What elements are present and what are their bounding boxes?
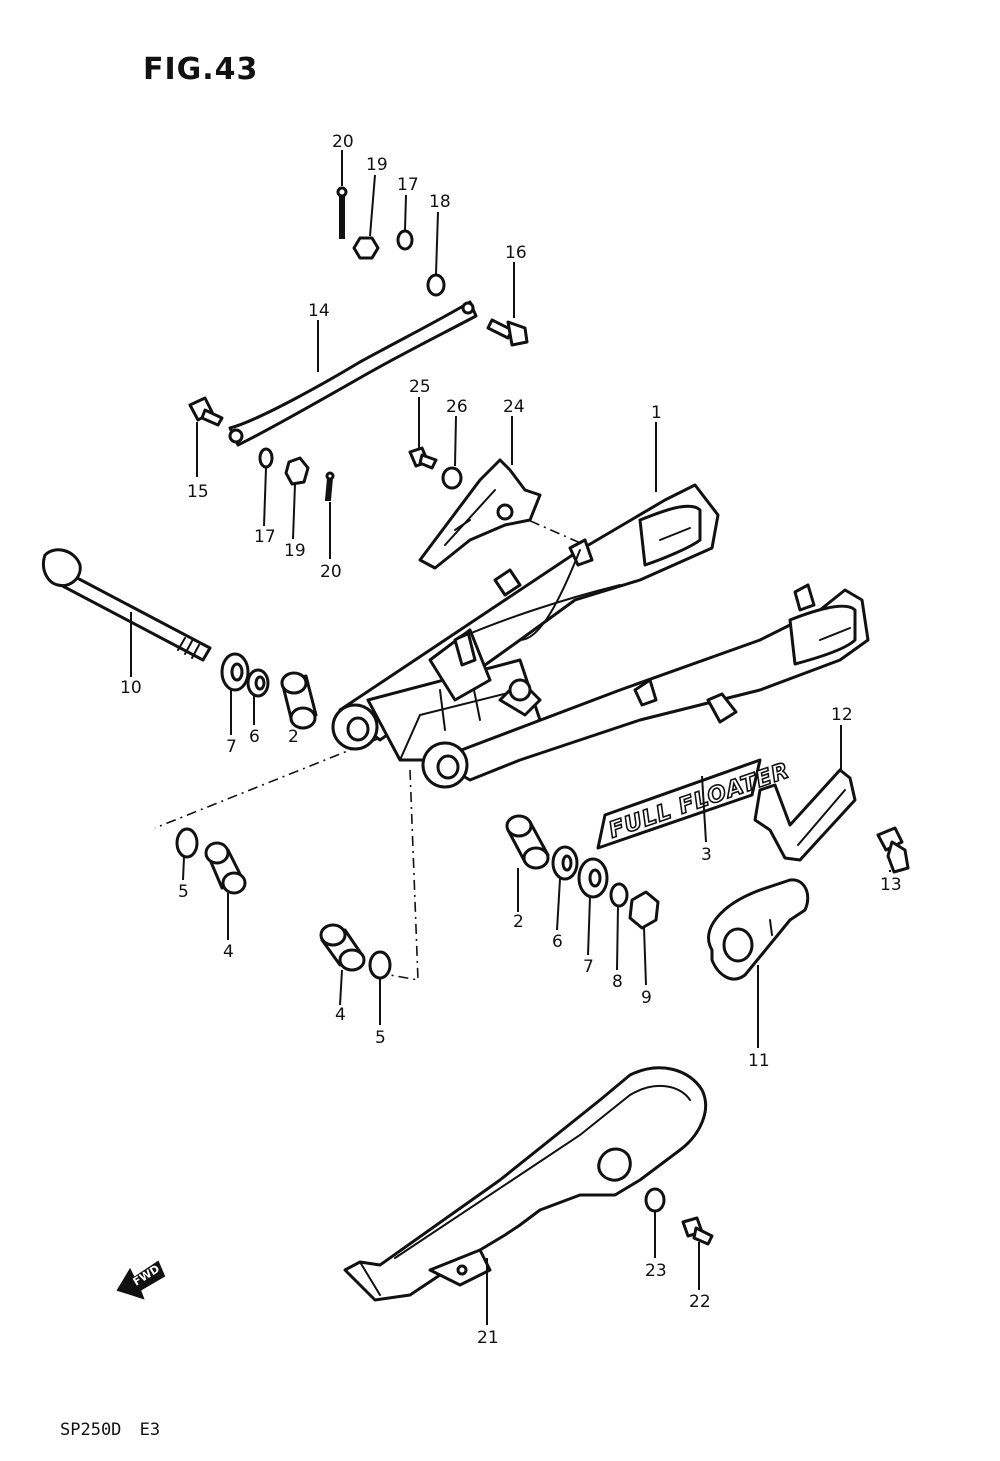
assembly-lines [154,511,586,981]
callout-15: 15 [187,482,209,502]
callout-20-top: 20 [332,132,354,152]
callout-6-left: 6 [249,727,260,747]
hardware [175,186,910,1246]
callout-16: 16 [505,243,527,263]
cotter-pin-icon [339,194,345,239]
callout-3: 3 [701,845,712,865]
forward-arrow-icon: FWD [116,1260,166,1300]
callout-4-left: 4 [223,942,234,962]
callout-17-top: 17 [397,175,419,195]
callout-13: 13 [880,875,902,895]
chain-case [343,1066,708,1302]
washer-icon [426,273,446,297]
callout-4-center: 4 [335,1005,346,1025]
shock-bracket [418,458,542,570]
chain-buffer [707,878,810,981]
chain-guide-bracket [753,768,857,862]
callout-17-lower: 17 [254,527,276,547]
model-code: SP250D E3 [60,1420,161,1440]
callout-7-left: 7 [226,737,237,757]
callout-20-lower: 20 [320,562,342,582]
leader-lines [130,150,891,1325]
callout-7-right: 7 [583,957,594,977]
castle-nut-icon [352,236,380,260]
callout-22: 22 [689,1292,711,1312]
callout-14: 14 [308,301,330,321]
pivot-shaft [42,548,212,662]
callout-25: 25 [409,377,431,397]
callout-5-left: 5 [178,882,189,902]
spring-washer-icon [396,229,414,251]
callout-8: 8 [612,972,623,992]
callout-2-left: 2 [288,727,299,747]
callout-5-center: 5 [375,1028,386,1048]
torque-rod [228,300,478,447]
callout-1: 1 [651,403,662,423]
callout-24: 24 [503,397,525,417]
swingarm [331,483,870,789]
callout-21: 21 [477,1328,499,1348]
callout-9: 9 [641,988,652,1008]
callout-26: 26 [446,397,468,417]
callout-labels: 20 19 17 18 16 14 25 26 24 1 15 17 19 20… [120,132,902,1348]
callout-19-lower: 19 [284,541,306,561]
callout-19-top: 19 [366,155,388,175]
callout-6-right: 6 [552,932,563,952]
bolt-icon [486,318,514,340]
callout-11: 11 [748,1051,770,1071]
callout-2-right: 2 [513,912,524,932]
callout-10: 10 [120,678,142,698]
callout-12: 12 [831,705,853,725]
callout-23: 23 [645,1261,667,1281]
figure-title: FIG.43 [143,52,259,87]
callout-18: 18 [429,192,451,212]
